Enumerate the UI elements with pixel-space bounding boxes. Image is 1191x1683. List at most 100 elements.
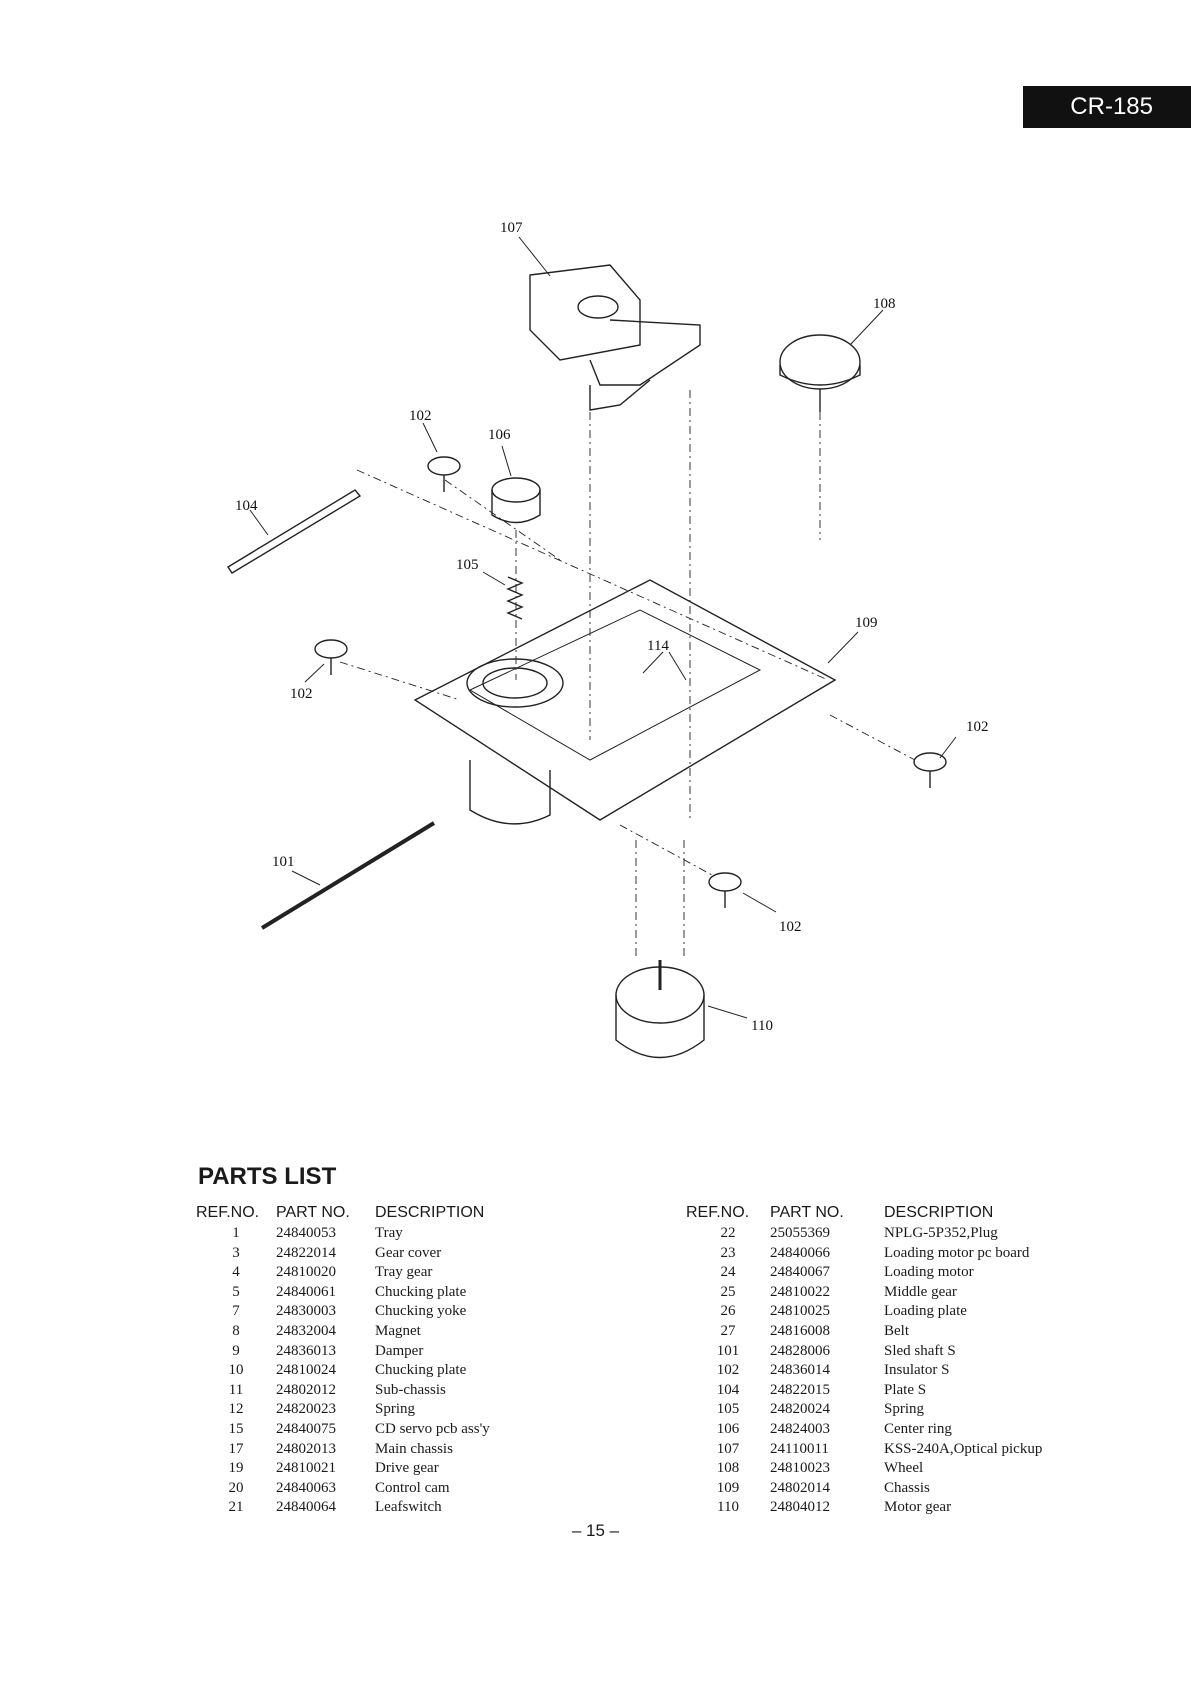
part-no-cell: 24840063 bbox=[276, 1479, 336, 1496]
ref-no-cell: 21 bbox=[228, 1499, 244, 1516]
part-no-cell: 24822015 bbox=[770, 1381, 830, 1398]
ref-no-cell: 17 bbox=[228, 1440, 244, 1457]
description-cell: Magnet bbox=[375, 1322, 421, 1339]
turntable-ring bbox=[466, 658, 564, 708]
part-no-cell: 24820023 bbox=[276, 1401, 336, 1418]
description-cell: Spring bbox=[375, 1401, 416, 1418]
table-row: 101 24828006 Sled shaft S bbox=[686, 1342, 1084, 1362]
description-cell: Damper bbox=[375, 1342, 424, 1359]
description-cell: Plate S bbox=[884, 1381, 927, 1398]
sled-shaft bbox=[260, 821, 436, 930]
header-part-no: PART NO. bbox=[276, 1204, 350, 1221]
description-cell: Sled shaft S bbox=[884, 1342, 956, 1359]
header-part-no: PART NO. bbox=[770, 1204, 844, 1221]
ref-no-cell: 110 bbox=[717, 1499, 739, 1516]
description-cell: Control cam bbox=[375, 1479, 450, 1496]
part-no-cell: 24810022 bbox=[770, 1283, 830, 1300]
ref-no-cell: 22 bbox=[720, 1225, 736, 1241]
table-row: 105 24820024 Spring bbox=[686, 1400, 1084, 1420]
table-row: 12 24820023 Spring bbox=[196, 1400, 635, 1420]
description-cell: Spring bbox=[884, 1401, 925, 1418]
callout-107: 107 bbox=[500, 220, 523, 236]
callout-102: 102 bbox=[290, 686, 313, 702]
part-no-cell: 24830003 bbox=[276, 1303, 336, 1320]
ref-no-cell: 104 bbox=[716, 1381, 740, 1398]
description-cell: Drive gear bbox=[375, 1460, 439, 1477]
ref-no-cell: 12 bbox=[228, 1401, 244, 1418]
ref-no-cell: 9 bbox=[232, 1342, 240, 1359]
table-row: 9 24836013 Damper bbox=[196, 1342, 635, 1362]
callout-104: 104 bbox=[235, 498, 258, 514]
wheel bbox=[779, 334, 861, 390]
part-no-cell: 24810024 bbox=[276, 1362, 336, 1379]
callout-105: 105 bbox=[456, 557, 479, 573]
description-cell: Middle gear bbox=[884, 1283, 957, 1300]
part-no-cell: 24820024 bbox=[770, 1401, 830, 1418]
ref-no-cell: 15 bbox=[228, 1420, 244, 1437]
insulators bbox=[314, 456, 947, 908]
description-cell: Tray bbox=[375, 1225, 403, 1241]
header-description: DESCRIPTION bbox=[375, 1204, 485, 1221]
spring bbox=[506, 576, 524, 620]
ref-no-cell: 5 bbox=[232, 1283, 240, 1300]
plate-s bbox=[227, 489, 362, 574]
part-no-cell: 24840053 bbox=[276, 1225, 336, 1241]
description-cell: Loading motor bbox=[884, 1264, 974, 1281]
table-row: 24 24840067 Loading motor bbox=[686, 1263, 1084, 1283]
part-no-cell: 24802014 bbox=[770, 1479, 830, 1496]
callout-102: 102 bbox=[966, 719, 989, 735]
header-ref-no: REF.NO. bbox=[686, 1204, 750, 1221]
ref-no-cell: 105 bbox=[716, 1401, 740, 1418]
page-number: – 15 – bbox=[571, 1521, 620, 1540]
loading-motor-housing bbox=[469, 760, 551, 825]
description-cell: Chucking yoke bbox=[375, 1303, 467, 1320]
ref-no-cell: 107 bbox=[716, 1440, 740, 1457]
ref-no-cell: 101 bbox=[716, 1342, 740, 1359]
part-no-cell: 24840061 bbox=[276, 1283, 336, 1300]
table-row: 104 24822015 Plate S bbox=[686, 1381, 1084, 1401]
part-no-cell: 24816008 bbox=[770, 1322, 830, 1339]
callout-101: 101 bbox=[272, 854, 295, 870]
part-no-cell: 24836013 bbox=[276, 1342, 336, 1359]
description-cell: Leafswitch bbox=[375, 1499, 442, 1516]
part-no-cell: 24810025 bbox=[770, 1303, 830, 1320]
description-cell: Tray gear bbox=[375, 1264, 433, 1281]
description-cell: Main chassis bbox=[375, 1440, 453, 1457]
spindle-motor bbox=[615, 995, 705, 1059]
description-cell: Gear cover bbox=[375, 1244, 442, 1261]
part-no-cell: 24804012 bbox=[770, 1499, 830, 1516]
callout-108: 108 bbox=[873, 296, 896, 312]
header-ref-no: REF.NO. bbox=[196, 1204, 260, 1221]
description-cell: KSS-240A,Optical pickup bbox=[884, 1440, 1043, 1457]
chassis-plate bbox=[413, 579, 837, 821]
ref-no-cell: 24 bbox=[720, 1264, 736, 1281]
part-no-cell: 24840075 bbox=[276, 1420, 336, 1437]
ref-no-cell: 4 bbox=[232, 1264, 240, 1281]
description-cell: CD servo pcb ass'y bbox=[375, 1420, 490, 1437]
part-no-cell: 24828006 bbox=[770, 1342, 830, 1359]
ref-no-cell: 11 bbox=[228, 1381, 244, 1398]
part-no-cell: 24840067 bbox=[770, 1264, 830, 1281]
parts-list-title: PARTS LIST bbox=[198, 1163, 337, 1190]
description-cell: Center ring bbox=[884, 1420, 952, 1437]
part-no-cell: 24824003 bbox=[770, 1420, 830, 1437]
